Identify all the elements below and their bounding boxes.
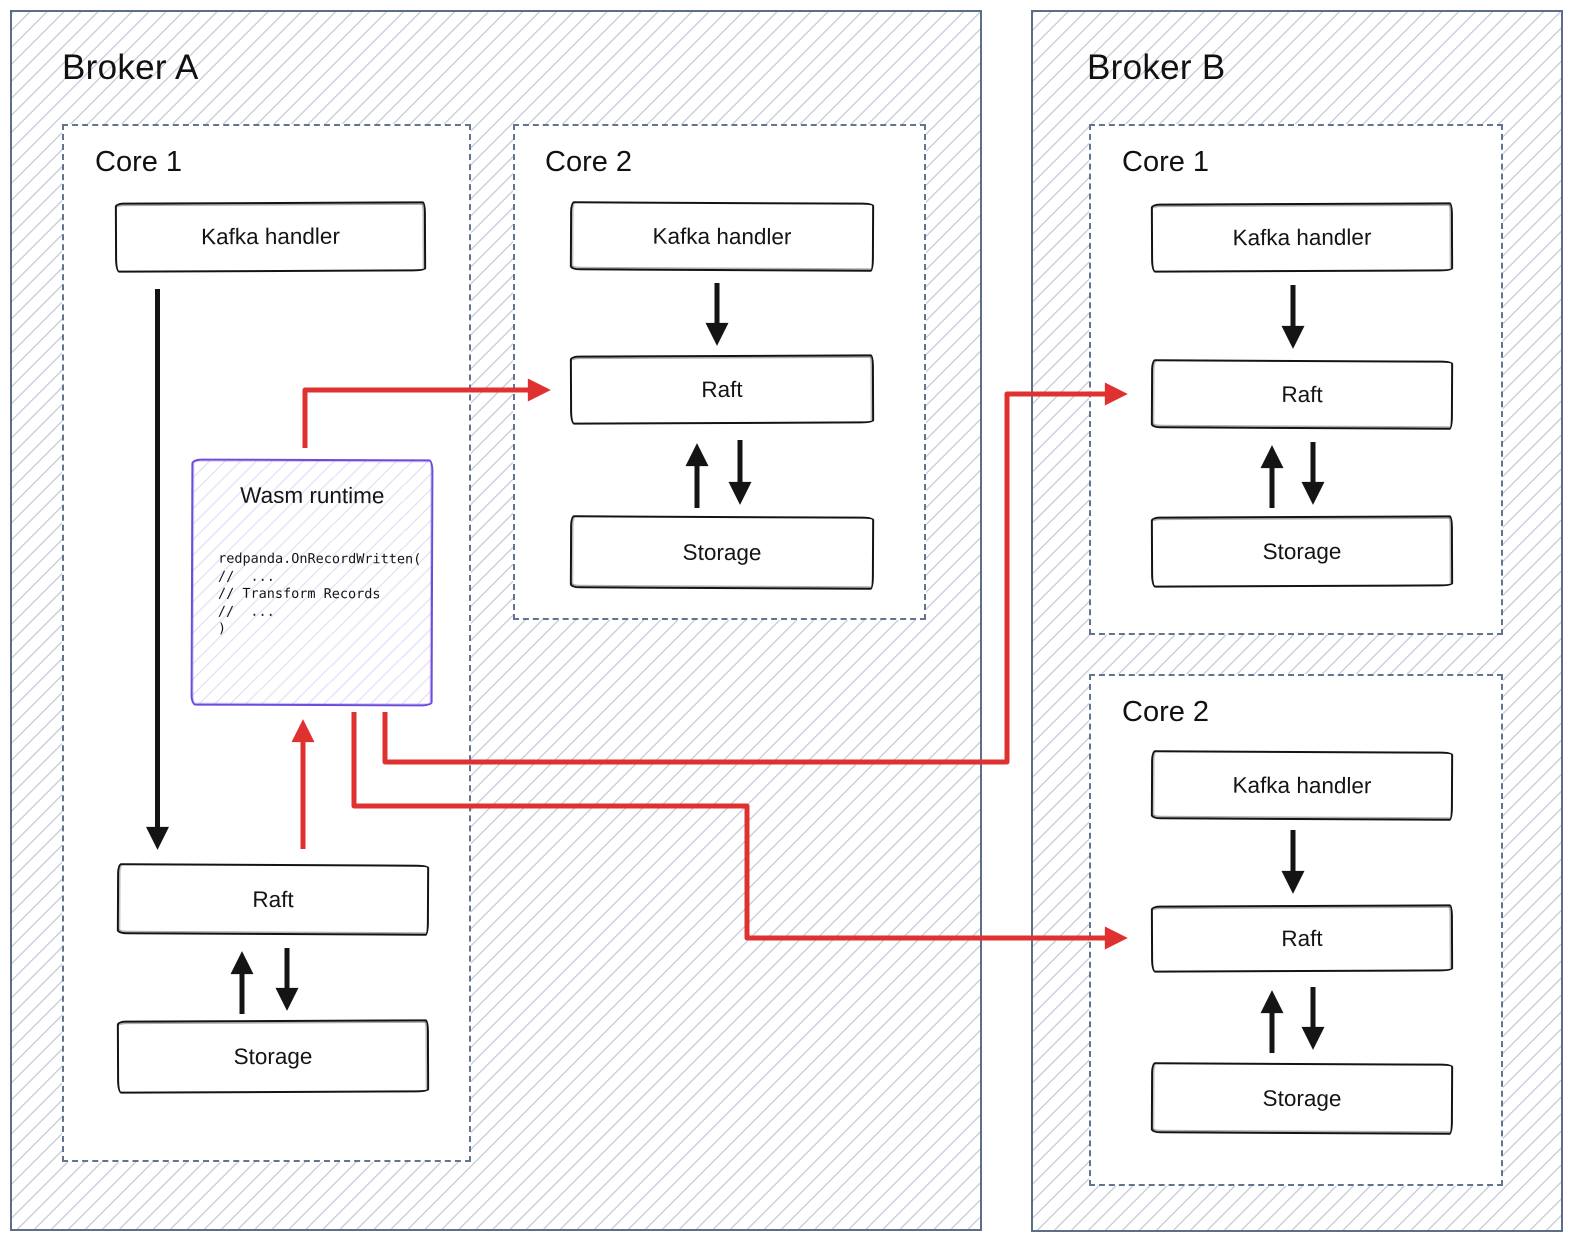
broker-a-title: Broker A <box>62 48 199 87</box>
broker-a-core-1-title: Core 1 <box>95 146 183 178</box>
broker-b-core-1-title: Core 1 <box>1122 146 1210 178</box>
kafka-handler-box-broker-b-core-2: Kafka handler <box>1150 750 1454 821</box>
kafka-handler-box-broker-b-core-1: Kafka handler <box>1150 202 1454 273</box>
storage-box-broker-b-core-2: Storage <box>1150 1062 1454 1135</box>
raft-label: Raft <box>1281 925 1323 951</box>
raft-box-broker-b-core-1: Raft <box>1150 359 1454 430</box>
storage-label: Storage <box>1262 538 1342 564</box>
kafka-handler-box-broker-a-core-2: Kafka handler <box>569 201 875 272</box>
storage-box-broker-a-core-1: Storage <box>116 1019 430 1094</box>
raft-label: Raft <box>252 886 294 912</box>
wasm-runtime-title: Wasm runtime <box>240 482 385 509</box>
storage-label: Storage <box>233 1043 313 1069</box>
broker-b-core-2-title: Core 2 <box>1122 696 1210 728</box>
kafka-handler-label: Kafka handler <box>652 223 792 249</box>
raft-box-broker-b-core-2: Raft <box>1150 904 1454 973</box>
storage-box-broker-b-core-1: Storage <box>1150 515 1454 588</box>
storage-label: Storage <box>1262 1085 1342 1111</box>
kafka-handler-label: Kafka handler <box>201 223 340 250</box>
kafka-handler-label: Kafka handler <box>1232 224 1372 250</box>
raft-box-broker-a-core-1: Raft <box>116 863 430 936</box>
raft-label: Raft <box>701 376 743 402</box>
raft-label: Raft <box>1281 381 1323 407</box>
broker-b-title: Broker B <box>1087 48 1226 87</box>
broker-a-core-2-title: Core 2 <box>545 146 633 178</box>
storage-label: Storage <box>682 539 762 565</box>
kafka-handler-box-broker-a-core-1: Kafka handler <box>114 201 427 273</box>
storage-box-broker-a-core-2: Storage <box>569 515 875 590</box>
wasm-code-snippet: redpanda.OnRecordWritten( // ... // Tran… <box>217 550 422 637</box>
kafka-handler-label: Kafka handler <box>1232 772 1372 798</box>
raft-box-broker-a-core-2: Raft <box>569 354 875 425</box>
wasm-runtime-box: Wasm runtime redpanda.OnRecordWritten( /… <box>190 458 434 707</box>
